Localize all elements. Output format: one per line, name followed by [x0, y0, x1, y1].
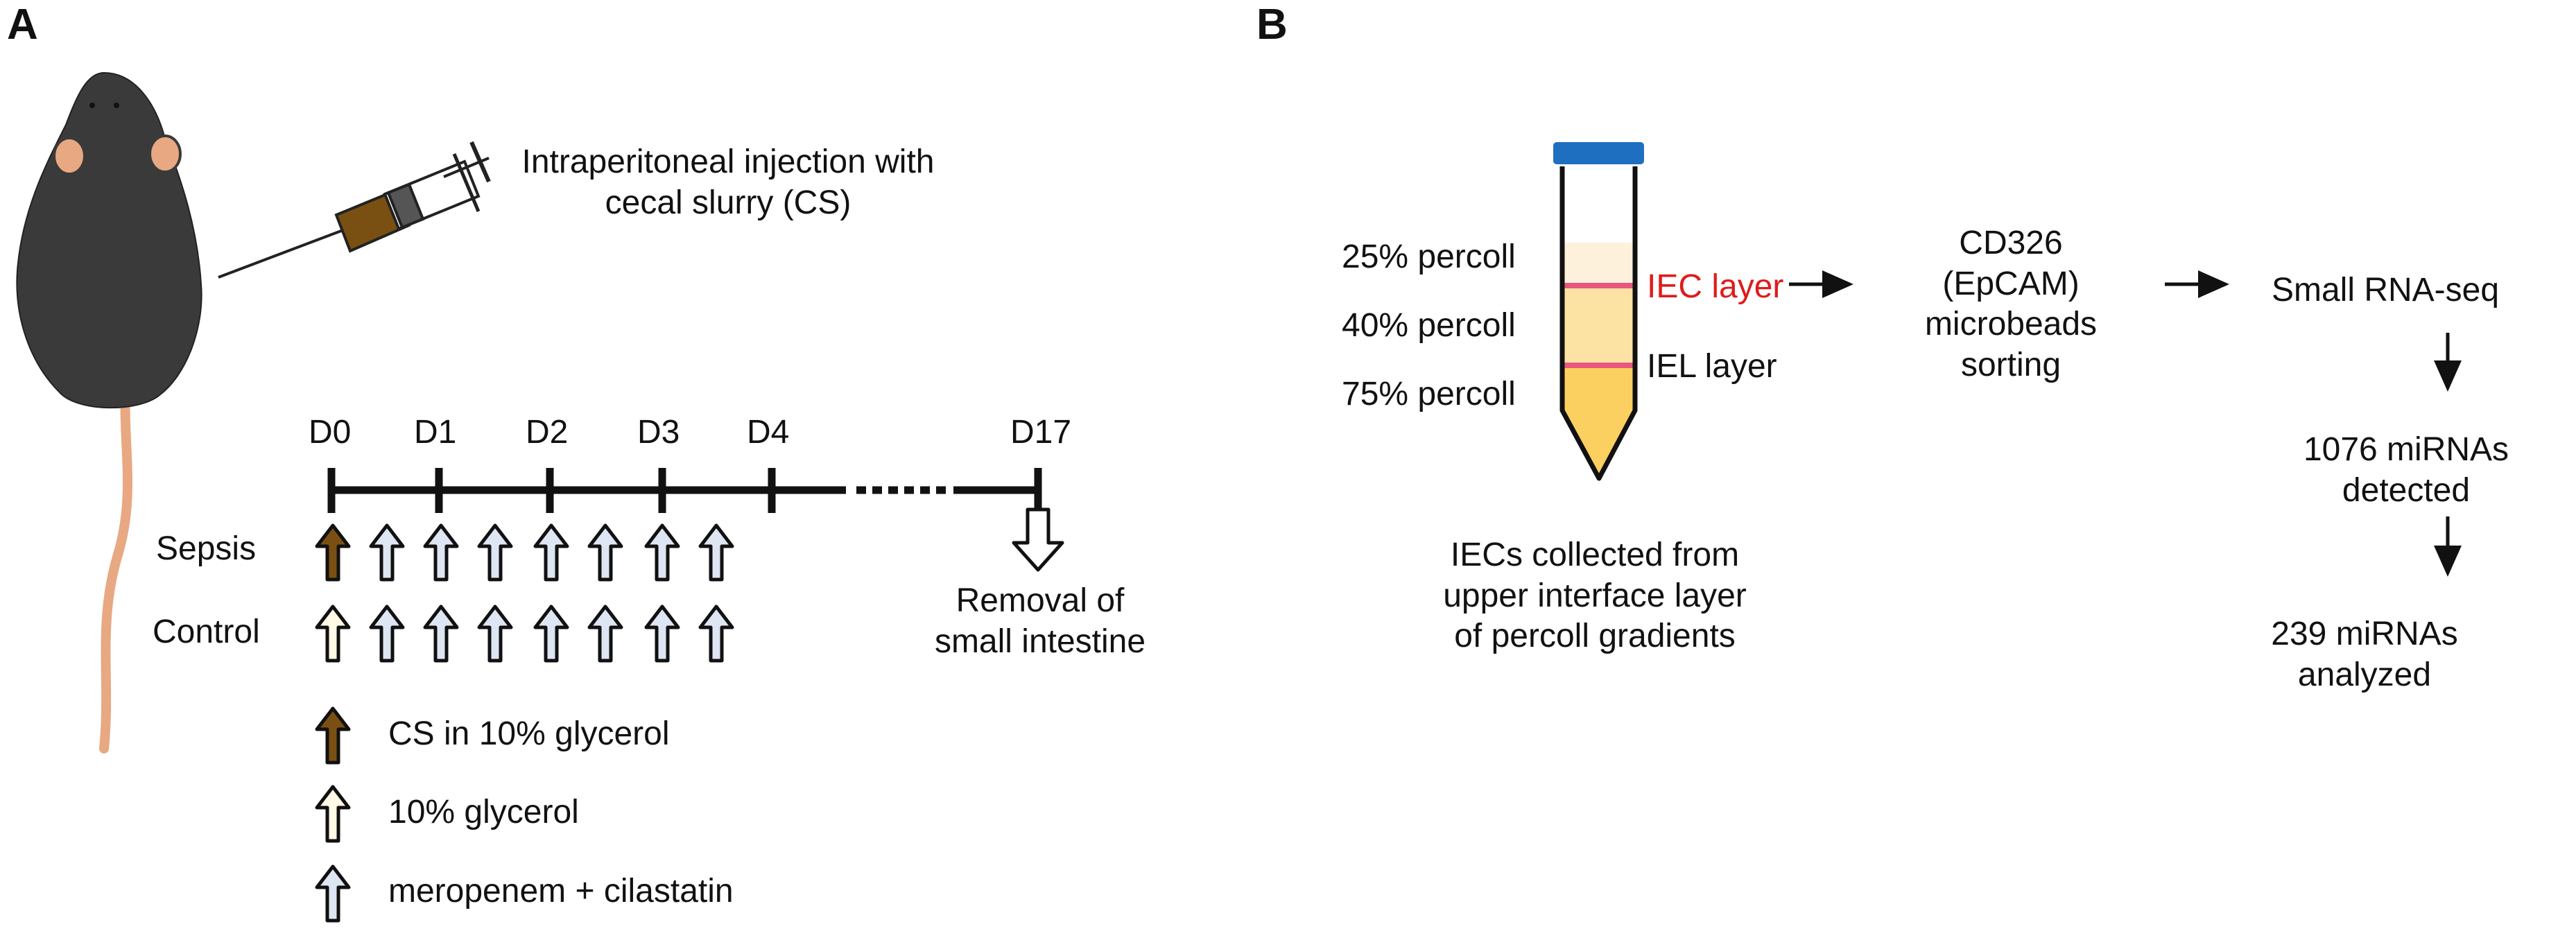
- tube-layer-25: [1564, 243, 1634, 286]
- arrow-up-lightblue-icon: [644, 523, 680, 582]
- syringe-flange: [452, 153, 481, 212]
- arrow-up-brown-icon: [315, 706, 351, 765]
- panel-a-letter: A: [7, 1, 38, 49]
- tube-layer-75: [1564, 365, 1634, 477]
- percoll-tube-icon: [1553, 142, 1644, 481]
- mouse-eye-left: [89, 103, 95, 108]
- day-label-d3: D3: [637, 414, 680, 451]
- percoll-label-40: 40% percoll: [1342, 307, 1516, 344]
- removal-arrow-icon: [1012, 507, 1064, 572]
- mouse-ear-left: [53, 137, 86, 175]
- tube-caption: IECs collected from upper interface laye…: [1443, 537, 1747, 655]
- arrow-up-lightblue-icon: [369, 604, 405, 663]
- arrow-up-lightblue-icon: [698, 523, 734, 582]
- timeline-ticks: [327, 468, 1042, 513]
- mouse-tail: [99, 356, 133, 754]
- iel-layer-label: IEL layer: [1647, 348, 1777, 385]
- day-label-d1: D1: [414, 414, 457, 451]
- day-label-d17: D17: [1010, 414, 1072, 451]
- legend-arrows: [315, 706, 351, 923]
- day-label-d2: D2: [526, 414, 569, 451]
- removal-label: Removal of small intestine: [934, 582, 1146, 660]
- detected-step: 1076 miRNAs detected: [2303, 431, 2509, 509]
- mouse-body: [16, 71, 202, 409]
- arrow-up-lightblue-icon: [369, 523, 405, 582]
- row-label-sepsis: Sepsis: [156, 530, 257, 567]
- syringe-thumb: [469, 141, 491, 183]
- mouse-icon: [16, 71, 202, 754]
- arrow-up-lightblue-icon: [533, 604, 569, 663]
- syringe-needle: [218, 227, 347, 279]
- arrow-up-lightblue-icon: [477, 604, 513, 663]
- rnaseq-step: Small RNA-seq: [2271, 272, 2500, 308]
- syringe-plunger-tip: [386, 182, 425, 229]
- iec-layer-label: IEC layer: [1647, 268, 1784, 305]
- timeline: [327, 468, 1042, 513]
- arrow-up-lightblue-icon: [644, 604, 680, 663]
- sorting-step: CD326 (EpCAM) microbeads sorting: [1924, 225, 2098, 383]
- arrow-up-brown-icon: [315, 523, 351, 582]
- sepsis-arrow-row: [315, 523, 734, 582]
- arrow-up-cream-icon: [315, 604, 351, 663]
- mouse-eye-right: [114, 103, 119, 108]
- day-label-d4: D4: [747, 414, 790, 451]
- tube-cap: [1553, 142, 1644, 164]
- arrow-up-lightblue-icon: [587, 523, 623, 582]
- arrow-up-lightblue-icon: [533, 523, 569, 582]
- row-label-control: Control: [153, 614, 260, 650]
- legend-label-cs: CS in 10% glycerol: [388, 715, 670, 752]
- arrow-up-lightblue-icon: [477, 523, 513, 582]
- analyzed-step: 239 miRNAs analyzed: [2271, 616, 2458, 693]
- arrow-up-lightblue-icon: [423, 523, 459, 582]
- arrow-up-lightblue-icon: [587, 604, 623, 663]
- injection-label: Intraperitoneal injection with cecal slu…: [521, 143, 935, 221]
- syringe-icon: [218, 141, 491, 279]
- control-arrow-row: [315, 604, 734, 663]
- percoll-label-75: 75% percoll: [1342, 376, 1516, 412]
- legend-label-glycerol: 10% glycerol: [388, 794, 579, 830]
- arrow-up-lightblue-icon: [698, 604, 734, 663]
- arrow-up-lightblue-icon: [423, 604, 459, 663]
- mouse-ear-right: [148, 134, 182, 173]
- arrow-up-cream-icon: [315, 785, 351, 843]
- day-label-d0: D0: [309, 414, 352, 451]
- percoll-label-25: 25% percoll: [1342, 238, 1516, 275]
- tube-layer-40: [1564, 286, 1634, 365]
- panel-b-letter: B: [1256, 1, 1288, 49]
- arrow-up-lightblue-icon: [315, 864, 351, 923]
- tube-outline: [1559, 166, 1638, 481]
- legend-label-meropenem: meropenem + cilastatin: [388, 873, 734, 910]
